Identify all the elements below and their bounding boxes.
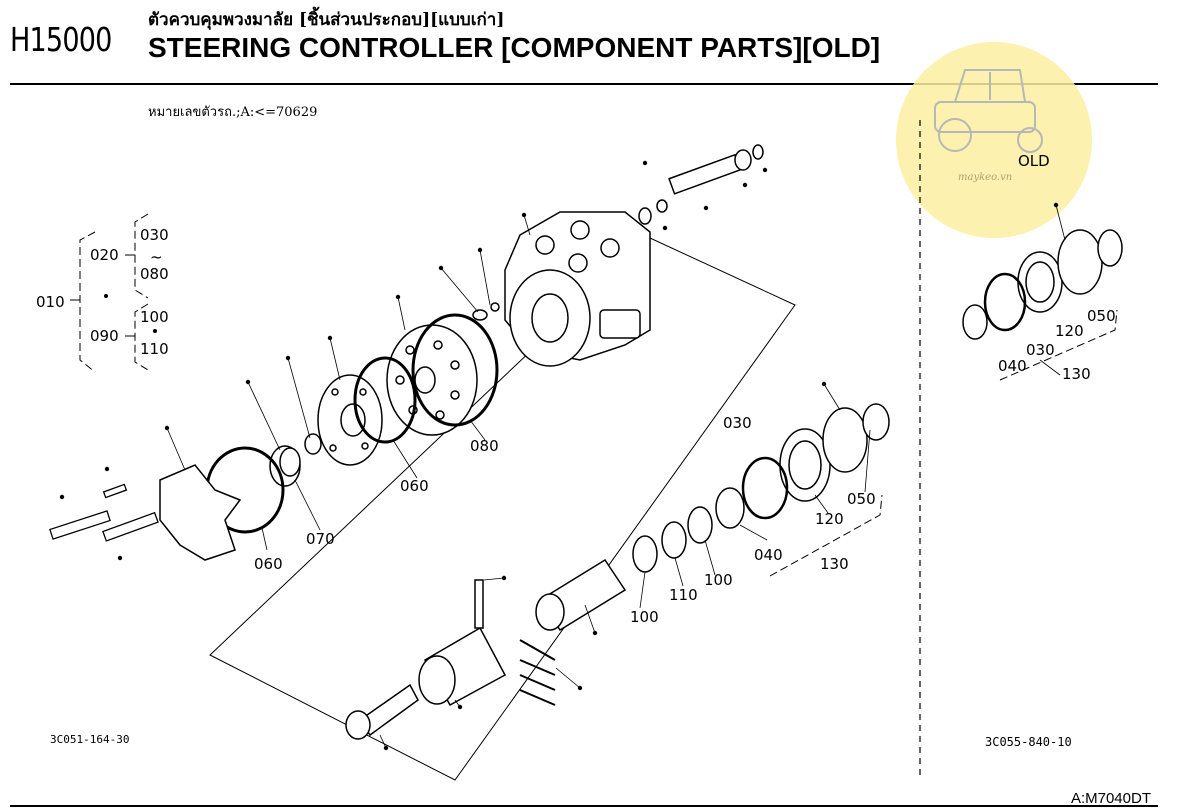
springs: [519, 639, 556, 706]
check-valve: [472, 144, 764, 321]
label-030: 030: [723, 414, 752, 432]
gerotor: [317, 374, 383, 466]
right-label-120: 120: [1055, 322, 1084, 340]
watermark-text: maykeo.vn: [958, 172, 1013, 183]
o-ring-030: [741, 456, 789, 520]
seal-070: [269, 445, 301, 487]
label-100-a: 100: [630, 608, 659, 626]
label-070: 070: [306, 530, 335, 548]
right-label-050: 050: [1087, 307, 1116, 325]
leader-lines: [166, 204, 1066, 749]
legend-020: 020: [90, 246, 119, 264]
label-060-b: 060: [400, 477, 429, 495]
assembly-outline: [209, 237, 796, 781]
bolts: [49, 483, 159, 542]
right-label-040: 040: [998, 357, 1027, 375]
part-code: H15000: [10, 20, 112, 59]
legend-030: 030: [140, 226, 169, 244]
right-o-ring-030: [983, 272, 1027, 332]
o-ring-080: [411, 313, 499, 427]
lower-rings: [632, 403, 890, 573]
label-080: 080: [470, 437, 499, 455]
legend-100: 100: [140, 308, 169, 326]
figure-id-right: 3C055-840-10: [985, 735, 1072, 749]
right-rings: [962, 229, 1123, 340]
serial-number: หมายเลขตัวรถ.;A:<=70629: [148, 105, 318, 120]
right-label-130: 130: [1062, 365, 1091, 383]
label-100-b: 100: [704, 571, 733, 589]
end-cap: [159, 464, 242, 561]
legend-080: 080: [140, 265, 169, 283]
watermark-logo: [896, 42, 1092, 238]
figure-id-left: 3C051-164-30: [50, 733, 130, 746]
legend-tilde: ~: [150, 248, 163, 266]
model-code: A:M7040DT: [1070, 790, 1151, 807]
spacer: [304, 433, 322, 455]
legend-brackets: [70, 213, 157, 373]
spool-sleeve: [345, 558, 627, 740]
legend-110: 110: [140, 340, 169, 358]
label-060-a: 060: [254, 555, 283, 573]
old-label: OLD: [1018, 152, 1050, 170]
label-050: 050: [847, 490, 876, 508]
label-120: 120: [815, 510, 844, 528]
title-english: STEERING CONTROLLER [COMPONENT PARTS][OL…: [148, 32, 881, 63]
label-110: 110: [669, 586, 698, 604]
port-plate: [386, 324, 478, 436]
housing: [504, 211, 651, 367]
label-040: 040: [754, 546, 783, 564]
label-130: 130: [820, 555, 849, 573]
bracket-130: [769, 494, 883, 577]
tractor-icon: [934, 69, 1043, 153]
title-thai: ตัวควบคุมพวงมาลัย [ชิ้นส่วนประกอบ][แบบเก…: [148, 10, 505, 30]
legend-090: 090: [90, 327, 119, 345]
o-ring-060a: [353, 356, 417, 444]
bracket-130-right: [999, 309, 1118, 381]
right-label-030: 030: [1026, 341, 1055, 359]
legend-010: 010: [36, 293, 65, 311]
